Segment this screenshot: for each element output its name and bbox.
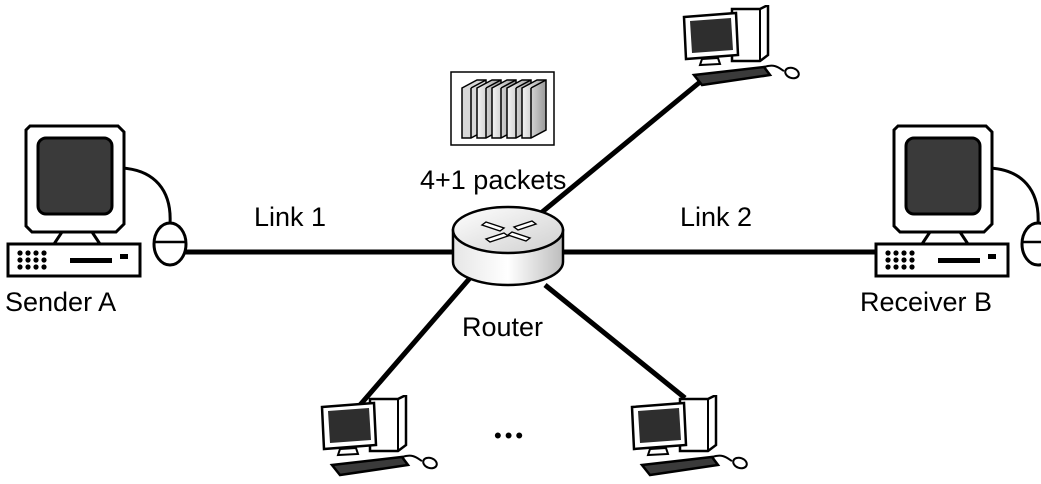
sender-computer-icon (6, 124, 188, 278)
packets-label: 4+1 packets (420, 165, 566, 195)
packet-stack-icon (450, 71, 555, 146)
sender-label: Sender A (5, 287, 116, 317)
router-icon (451, 205, 565, 287)
ellipsis-label: ••• (494, 423, 526, 448)
link-router-host-bottom-left (358, 276, 472, 407)
host-bottom-left-icon (320, 395, 440, 477)
host-top-icon (682, 5, 802, 87)
link-router-host-bottom-right (543, 283, 687, 400)
receiver-computer-icon (874, 124, 1041, 278)
host-bottom-right-icon (630, 395, 750, 477)
link1-label: Link 1 (254, 202, 326, 232)
receiver-label: Receiver B (860, 287, 992, 317)
links (180, 80, 880, 407)
link2-label: Link 2 (680, 202, 752, 232)
router-label: Router (462, 312, 543, 342)
link-router-host-top (528, 80, 702, 224)
